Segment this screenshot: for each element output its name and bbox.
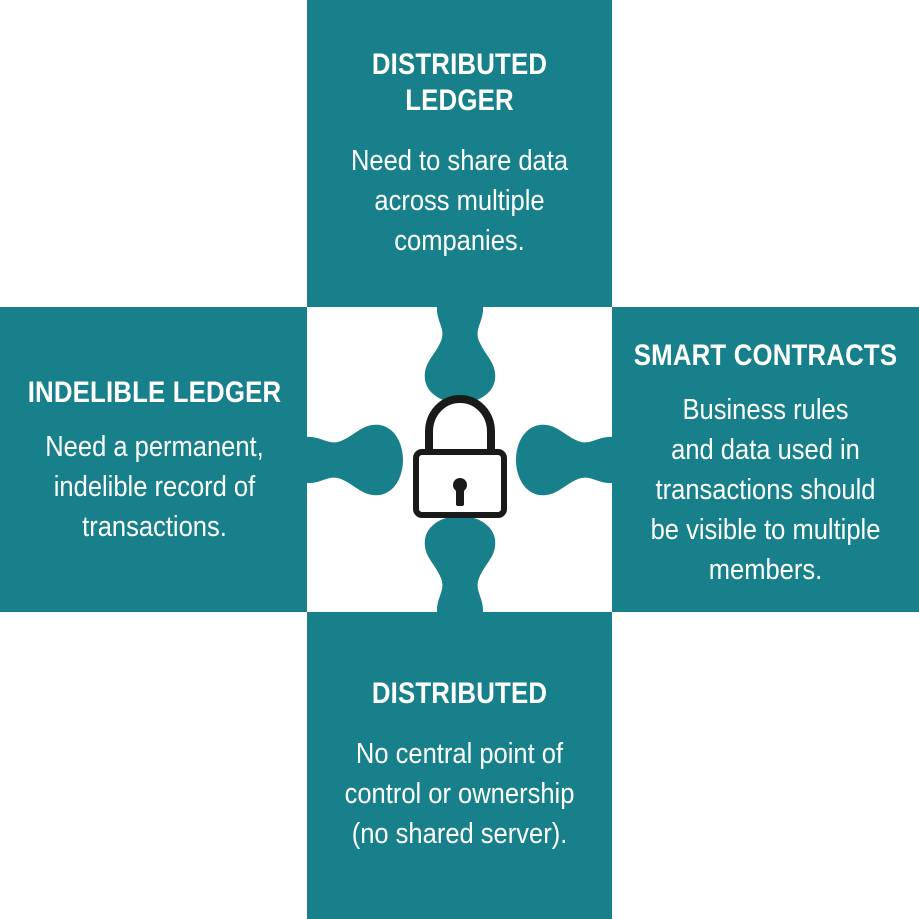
padlock-icon bbox=[413, 394, 507, 518]
top-panel-description: Need to share data across multiple compa… bbox=[325, 141, 593, 261]
left-panel bbox=[0, 307, 307, 612]
top-panel bbox=[307, 0, 612, 307]
left-panel-description: Need a permanent, indelible record of tr… bbox=[19, 427, 291, 547]
bottom-panel-title: DISTRIBUTED bbox=[328, 676, 590, 712]
top-desc-line-2: across multiple bbox=[374, 185, 545, 217]
padlock-body bbox=[413, 449, 507, 518]
right-desc-line-2: and data used in bbox=[671, 434, 860, 466]
padlock-keyhole-slot bbox=[456, 486, 464, 506]
right-desc-line-1: Business rules bbox=[682, 394, 849, 426]
right-panel-description: Business rules and data used in transact… bbox=[630, 390, 900, 590]
padlock-shackle bbox=[425, 394, 495, 452]
bottom-desc-line-3: (no shared server). bbox=[351, 818, 568, 850]
left-panel-title: INDELIBLE LEDGER bbox=[22, 375, 288, 411]
right-title-line-1: SMART CONTRACTS bbox=[633, 339, 898, 372]
top-panel-title: DISTRIBUTED LEDGER bbox=[328, 47, 590, 119]
bottom-tab bbox=[424, 516, 496, 613]
bottom-desc-line-1: No central point of bbox=[355, 738, 564, 770]
left-tab bbox=[306, 424, 403, 496]
left-desc-line-2: indelible record of bbox=[53, 471, 256, 503]
top-title-line-2: LEDGER bbox=[405, 84, 514, 117]
bottom-title-line-1: DISTRIBUTED bbox=[371, 677, 548, 710]
right-tab bbox=[516, 424, 613, 496]
bottom-panel-description: No central point of control or ownership… bbox=[325, 734, 593, 854]
right-desc-line-3: transactions should bbox=[655, 474, 876, 506]
left-desc-line-3: transactions. bbox=[82, 511, 227, 543]
right-panel bbox=[612, 307, 919, 612]
top-panel-text: DISTRIBUTED LEDGER Need to share data ac… bbox=[307, 47, 612, 261]
right-desc-line-5: members. bbox=[708, 554, 823, 586]
left-title-line-1: INDELIBLE LEDGER bbox=[27, 376, 282, 409]
left-panel-text: INDELIBLE LEDGER Need a permanent, indel… bbox=[0, 375, 309, 547]
bottom-panel bbox=[307, 612, 612, 919]
top-desc-line-1: Need to share data bbox=[350, 145, 569, 177]
bottom-panel-text: DISTRIBUTED No central point of control … bbox=[307, 676, 612, 854]
top-tab bbox=[424, 306, 496, 403]
right-panel-text: SMART CONTRACTS Business rules and data … bbox=[612, 338, 919, 590]
bottom-desc-line-2: control or ownership bbox=[344, 778, 575, 810]
left-desc-line-1: Need a permanent, bbox=[45, 431, 264, 463]
top-title-line-1: DISTRIBUTED bbox=[371, 48, 548, 81]
right-panel-title: SMART CONTRACTS bbox=[633, 338, 897, 374]
top-desc-line-3: companies. bbox=[394, 225, 525, 257]
right-desc-line-4: be visible to multiple bbox=[650, 514, 881, 546]
